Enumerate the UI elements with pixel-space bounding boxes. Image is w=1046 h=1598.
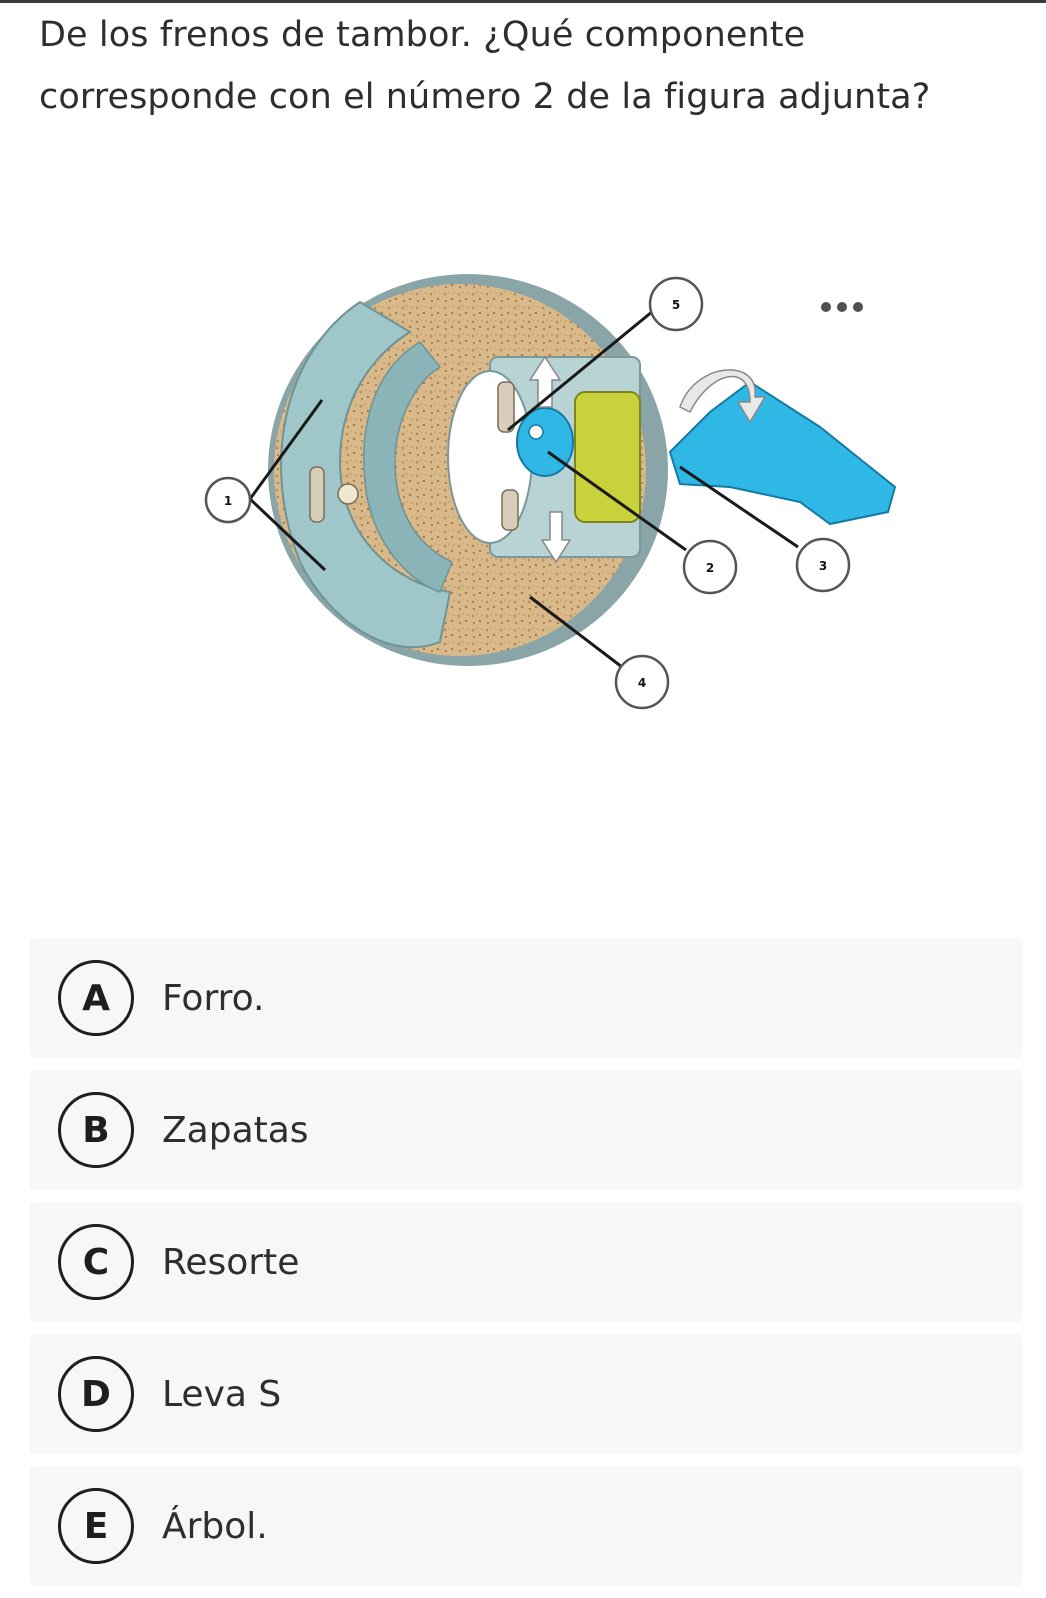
callout-5-label: 5 xyxy=(672,298,680,312)
top-divider xyxy=(0,0,1046,3)
callout-2-label: 2 xyxy=(706,561,714,575)
slack-adjuster xyxy=(668,369,897,526)
option-a-text: Forro. xyxy=(162,977,265,1019)
option-b[interactable]: B Zapatas xyxy=(30,1070,1022,1190)
callout-2: 2 xyxy=(682,539,738,595)
brake-shoe xyxy=(280,300,453,649)
option-a-letter: A xyxy=(58,960,134,1036)
option-d-letter: D xyxy=(58,1356,134,1432)
brake-chamber xyxy=(574,391,641,523)
answer-options: A Forro. B Zapatas C Resorte D Leva S E … xyxy=(30,938,1022,1598)
callout-5: 5 xyxy=(648,276,704,332)
leader-lines xyxy=(248,300,799,669)
motion-arrows xyxy=(528,355,572,564)
s-cam xyxy=(516,407,574,477)
option-e-text: Árbol. xyxy=(162,1505,268,1547)
option-c-text: Resorte xyxy=(162,1241,300,1283)
callout-4: 4 xyxy=(614,654,670,710)
option-b-text: Zapatas xyxy=(162,1109,309,1151)
drum-brake-figure: 1 2 3 4 5 xyxy=(190,262,910,722)
callout-1: 1 xyxy=(204,476,252,524)
option-b-letter: B xyxy=(58,1092,134,1168)
callout-1-label: 1 xyxy=(224,494,232,508)
option-e-letter: E xyxy=(58,1488,134,1564)
option-c-letter: C xyxy=(58,1224,134,1300)
more-horizontal-icon[interactable] xyxy=(818,296,866,318)
option-d-text: Leva S xyxy=(162,1373,282,1415)
callout-3: 3 xyxy=(795,537,851,593)
question-line-1: De los frenos de tambor. ¿Qué componente xyxy=(39,15,806,55)
question-line-2: corresponde con el número 2 de la figura… xyxy=(39,77,931,117)
question-text: De los frenos de tambor. ¿Qué componente… xyxy=(39,4,1019,128)
option-c[interactable]: C Resorte xyxy=(30,1202,1022,1322)
return-springs xyxy=(309,381,519,531)
option-d[interactable]: D Leva S xyxy=(30,1334,1022,1454)
callout-3-label: 3 xyxy=(819,559,827,573)
option-e[interactable]: E Árbol. xyxy=(30,1466,1022,1586)
drum-brake-illustration: 1 2 3 4 5 xyxy=(204,274,897,710)
callout-4-label: 4 xyxy=(638,676,646,690)
option-a[interactable]: A Forro. xyxy=(30,938,1022,1058)
